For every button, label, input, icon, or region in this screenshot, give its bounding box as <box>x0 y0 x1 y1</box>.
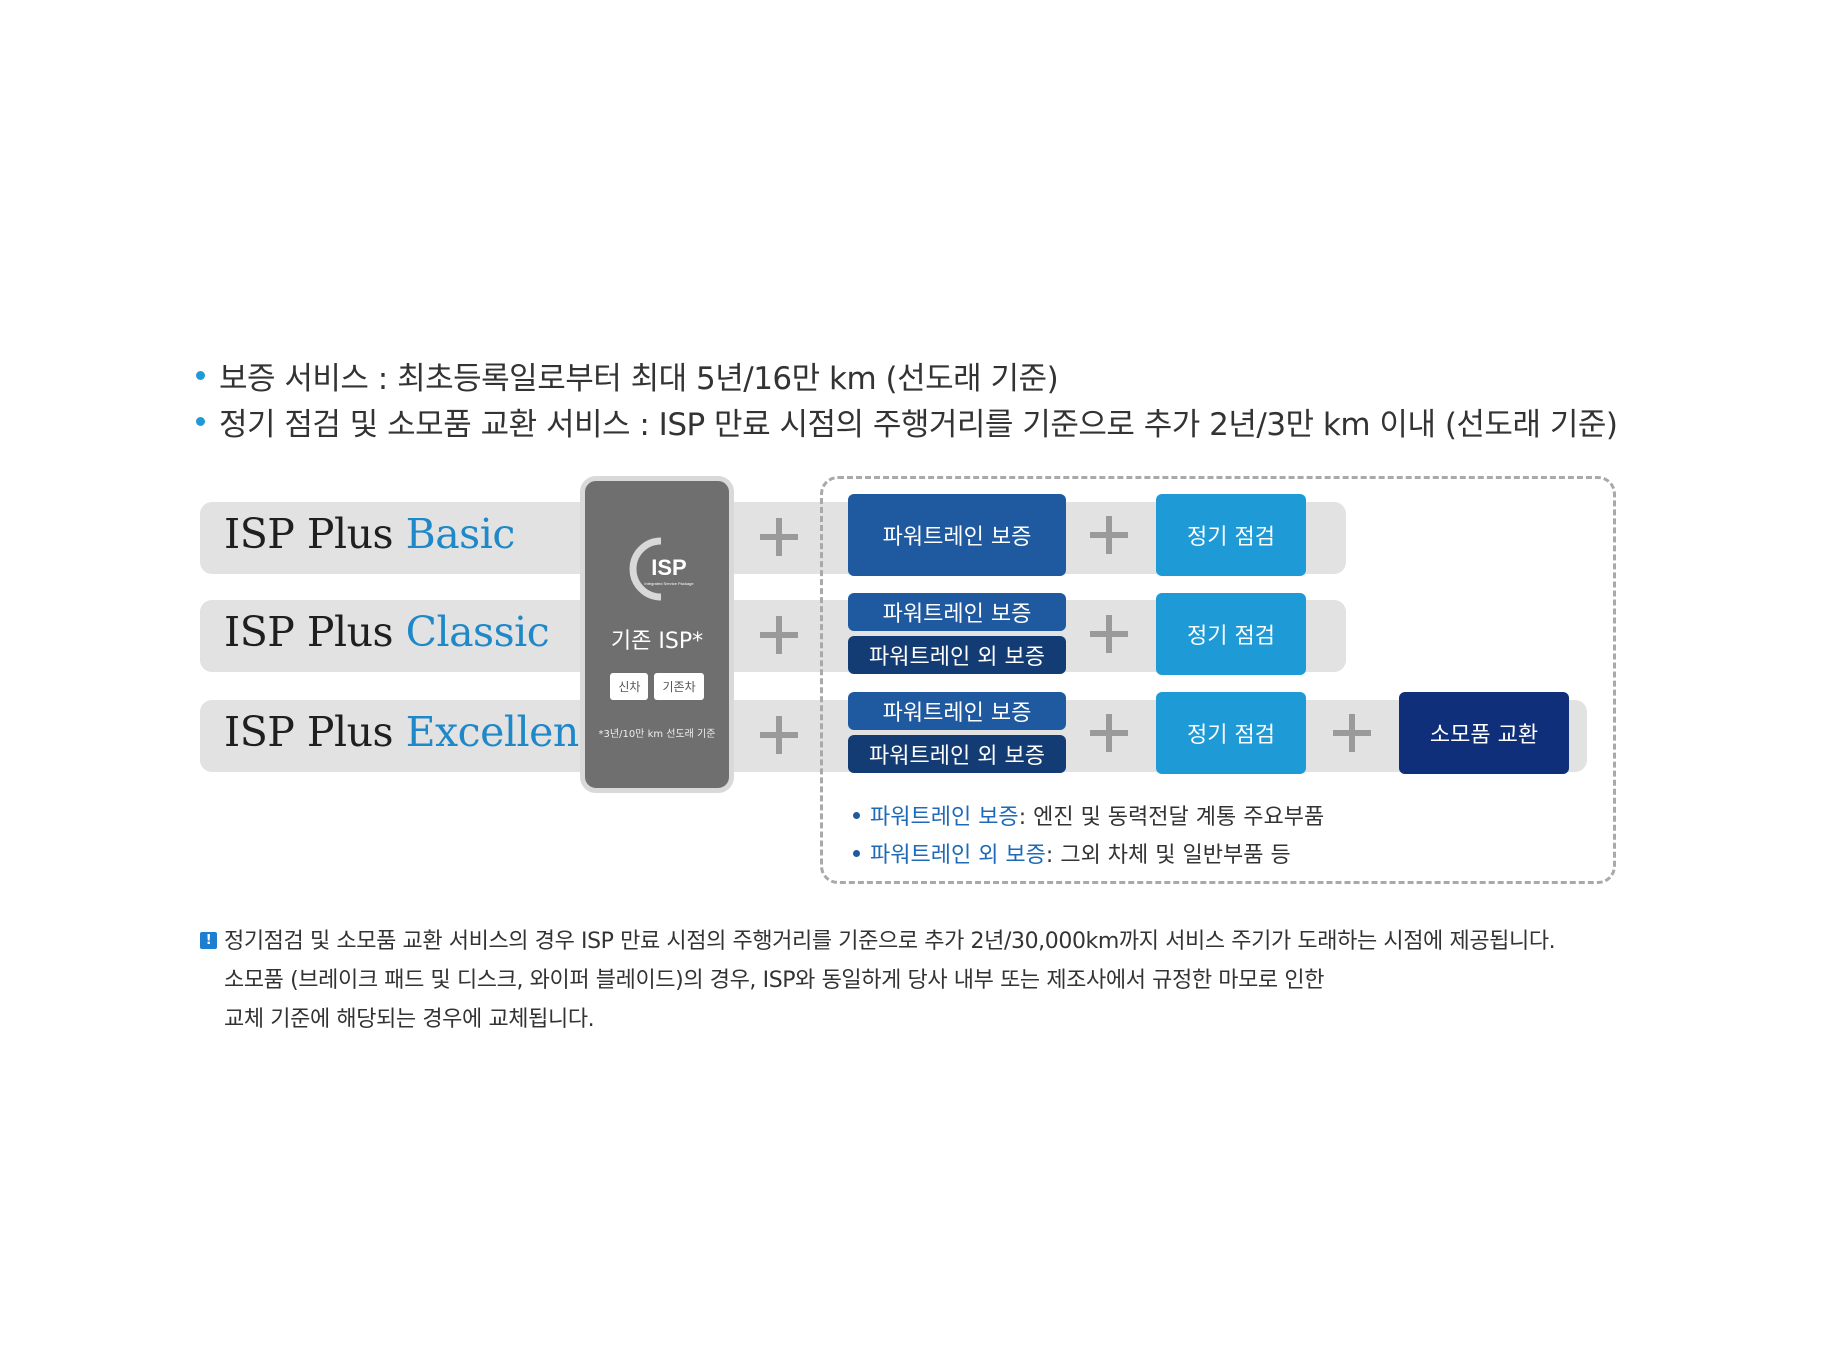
bullet-dot-icon <box>853 849 860 857</box>
service-non-powertrain-excellent: 파워트레인 외 보증 <box>848 735 1066 773</box>
notice-section: ! 정기점검 및 소모품 교환 서비스의 경우 ISP 만료 시점의 주행거리를… <box>200 922 1556 1039</box>
isp-card-note: *3년/10만 km 선도래 기준 <box>598 729 716 740</box>
bullet-text: 정기 점검 및 소모품 교환 서비스 : ISP 만료 시점의 주행거리를 기준… <box>219 406 1618 443</box>
plus-icon <box>1090 714 1128 752</box>
service-non-powertrain-classic: 파워트레인 외 보증 <box>848 636 1066 674</box>
isp-card-label: 기존 ISP* <box>610 629 704 654</box>
bullet-text: 보증 서비스 : 최초등록일로부터 최대 5년/16만 km (선도래 기준) <box>219 360 1059 397</box>
tag-existing-car: 기존차 <box>654 673 704 700</box>
service-powertrain-basic: 파워트레인 보증 <box>848 494 1066 576</box>
legend-term: 파워트레인 보증 <box>870 805 1019 830</box>
service-legend: 파워트레인 보증 : 엔진 및 동력전달 계통 주요부품 파워트레인 외 보증 … <box>853 796 1324 872</box>
isp-logo-icon: ISP Integrated Service Package <box>629 537 694 601</box>
tag-new-car: 신차 <box>610 673 649 700</box>
plus-icon <box>760 716 798 754</box>
isp-logo-text: ISP <box>651 555 686 580</box>
service-inspection-excellent: 정기 점검 <box>1156 692 1306 774</box>
service-inspection-classic: 정기 점검 <box>1156 593 1306 675</box>
legend-term: 파워트레인 외 보증 <box>870 843 1046 868</box>
notice-line: 교체 기준에 해당되는 경우에 교체됩니다. <box>224 1007 595 1032</box>
plan-prefix: ISP Plus <box>224 510 394 558</box>
service-powertrain-classic: 파워트레인 보증 <box>848 593 1066 631</box>
plan-name-basic: ISP Plus Basic <box>224 510 515 558</box>
plus-icon <box>760 518 798 556</box>
plan-tier: Classic <box>405 608 550 656</box>
bullet-dot-icon <box>196 370 205 380</box>
additional-services-box <box>820 476 1616 884</box>
legend-item-non-powertrain: 파워트레인 외 보증 : 그외 차체 및 일반부품 등 <box>853 834 1324 872</box>
legend-desc: : 엔진 및 동력전달 계통 주요부품 <box>1018 805 1325 830</box>
notice-line: 소모품 (브레이크 패드 및 디스크, 와이퍼 블레이드)의 경우, ISP와 … <box>224 968 1325 993</box>
plan-name-excellent: ISP Plus Excellent <box>224 708 595 756</box>
isp-card-tags: 신차 기존차 <box>599 673 715 700</box>
intro-bullets: 보증 서비스 : 최초등록일로부터 최대 5년/16만 km (선도래 기준) … <box>196 352 1618 444</box>
notice-line: ! 정기점검 및 소모품 교환 서비스의 경우 ISP 만료 시점의 주행거리를… <box>200 922 1556 961</box>
legend-item-powertrain: 파워트레인 보증 : 엔진 및 동력전달 계통 주요부품 <box>853 796 1324 834</box>
plan-prefix: ISP Plus <box>224 608 394 656</box>
service-consumables-excellent: 소모품 교환 <box>1399 692 1569 774</box>
plus-icon <box>760 616 798 654</box>
plus-icon <box>1090 516 1128 554</box>
isp-logo-subtext: Integrated Service Package <box>644 581 694 586</box>
legend-desc: : 그외 차체 및 일반부품 등 <box>1045 843 1291 868</box>
plan-tier: Basic <box>405 510 516 558</box>
service-powertrain-excellent: 파워트레인 보증 <box>848 692 1066 730</box>
plus-icon <box>1090 615 1128 653</box>
bullet-dot-icon <box>196 416 205 426</box>
plus-icon <box>1333 714 1371 752</box>
bullet-dot-icon <box>853 811 860 819</box>
service-inspection-basic: 정기 점검 <box>1156 494 1306 576</box>
bullet-maintenance: 정기 점검 및 소모품 교환 서비스 : ISP 만료 시점의 주행거리를 기준… <box>196 398 1618 444</box>
plan-name-classic: ISP Plus Classic <box>224 608 550 656</box>
bullet-warranty: 보증 서비스 : 최초등록일로부터 최대 5년/16만 km (선도래 기준) <box>196 352 1617 398</box>
notice-icon: ! <box>200 932 217 949</box>
notice-text: 정기점검 및 소모품 교환 서비스의 경우 ISP 만료 시점의 주행거리를 기… <box>224 929 1556 954</box>
plan-tier: Excellent <box>405 708 596 756</box>
existing-isp-card: ISP Integrated Service Package 기존 ISP* 신… <box>580 476 734 793</box>
plan-prefix: ISP Plus <box>224 708 394 756</box>
